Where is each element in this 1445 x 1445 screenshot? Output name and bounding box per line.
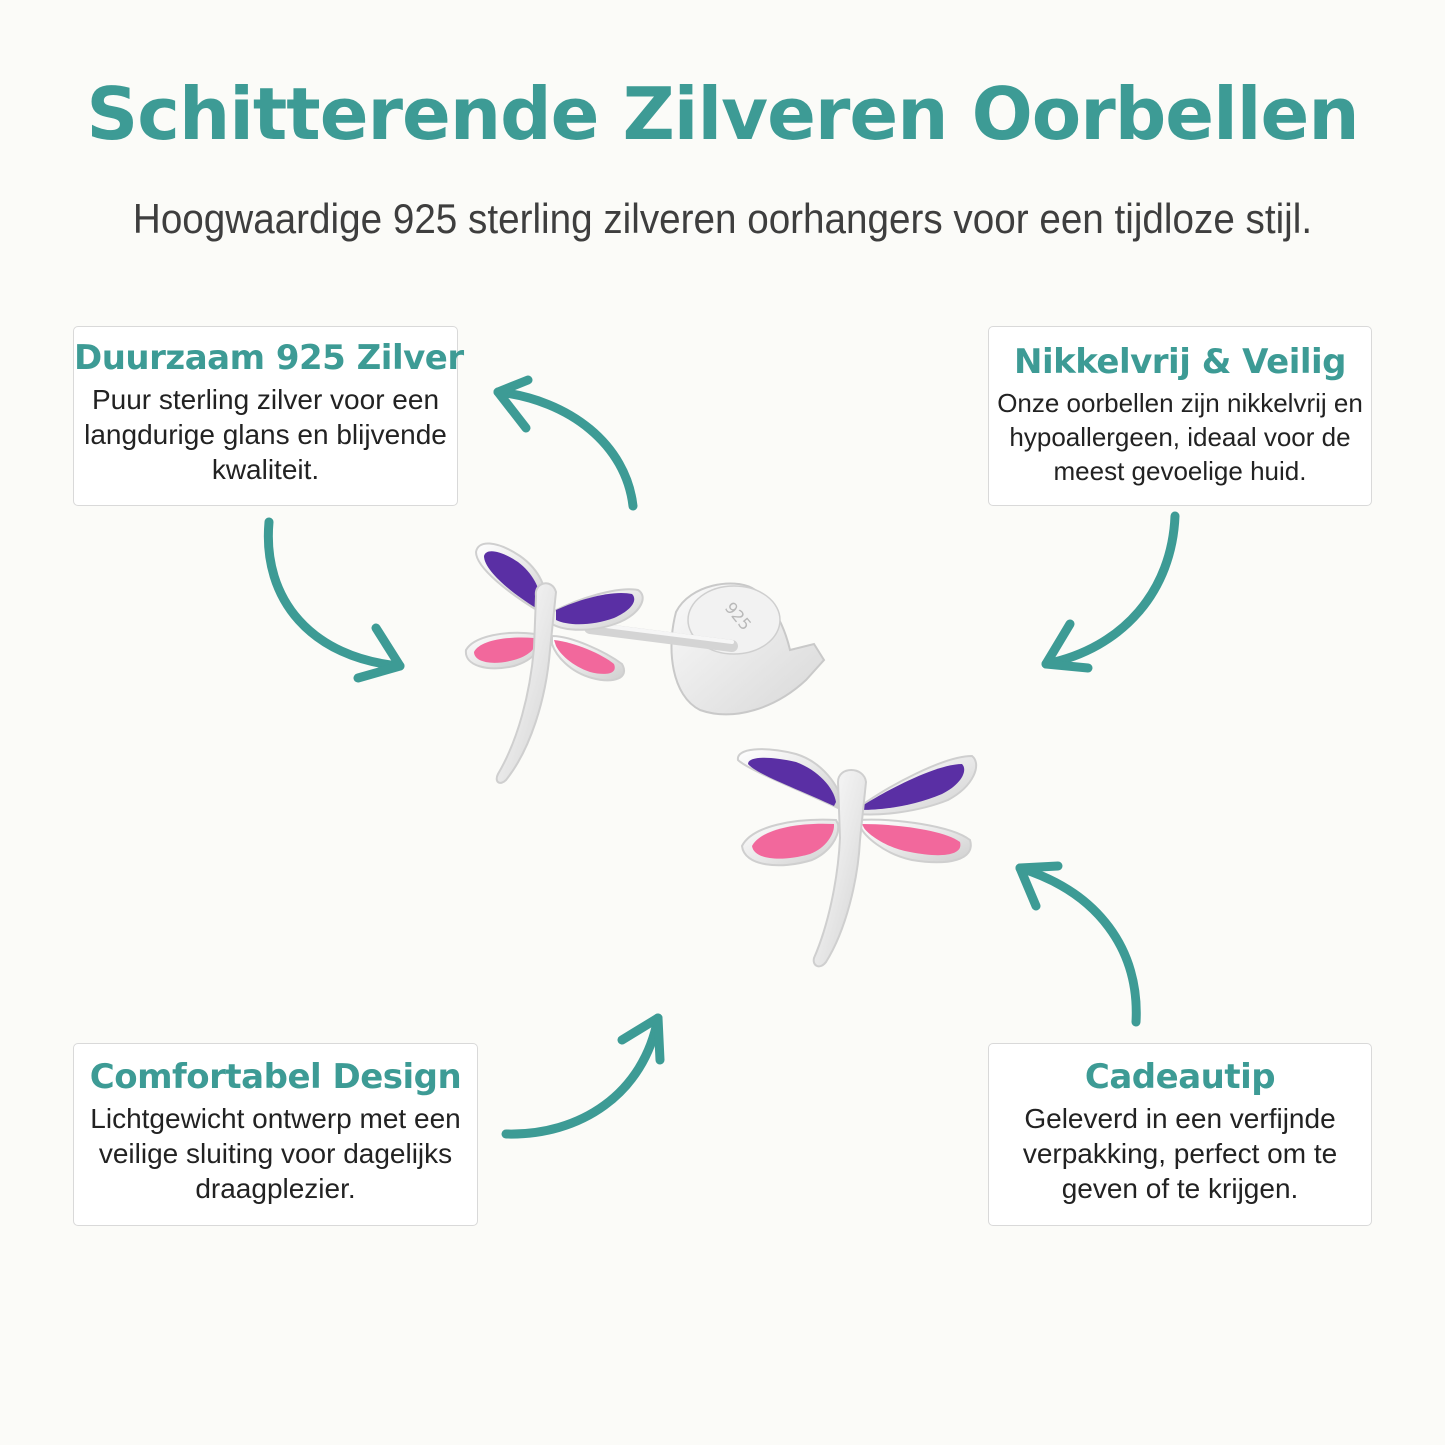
feature-box-gift: Cadeautip Geleverd in een verfijnde verp… — [988, 1043, 1372, 1226]
feature-box-durable: Duurzaam 925 Zilver Puur sterling zilver… — [73, 326, 464, 506]
arrow-icon — [263, 517, 405, 683]
feature-box-comfort: Comfortabel Design Lichtgewicht ontwerp … — [73, 1043, 478, 1226]
feature-text-gift: Geleverd in een verfijnde verpakking, pe… — [1022, 1103, 1338, 1205]
feature-box-nickel-free: Nikkelvrij & Veilig Onze oorbellen zijn … — [988, 326, 1372, 506]
feature-title-gift: Cadeautip — [1084, 1057, 1276, 1097]
earring-front-view — [737, 748, 978, 968]
arrow-icon — [1015, 861, 1141, 1027]
feature-title-comfort: Comfortabel Design — [89, 1057, 462, 1097]
feature-text-durable: Puur sterling zilver voor een langdurige… — [84, 384, 447, 486]
feature-text-nickel-free: Onze oorbellen zijn nikkelvrij en hypoal… — [997, 388, 1363, 487]
arrow-icon — [1041, 511, 1180, 673]
page-title: Schitterende Zilveren Oorbellen — [86, 72, 1359, 156]
feature-title-nickel-free: Nikkelvrij & Veilig — [1013, 342, 1347, 382]
arrow-icon — [501, 1013, 665, 1139]
arrow-icon — [493, 375, 638, 511]
page-subtitle: Hoogwaardige 925 sterling zilveren oorha… — [132, 195, 1313, 242]
feature-text-comfort: Lichtgewicht ontwerp met een veilige slu… — [90, 1103, 461, 1205]
feature-title-durable: Duurzaam 925 Zilver — [74, 338, 464, 378]
earring-side-view: 925 — [464, 542, 826, 784]
